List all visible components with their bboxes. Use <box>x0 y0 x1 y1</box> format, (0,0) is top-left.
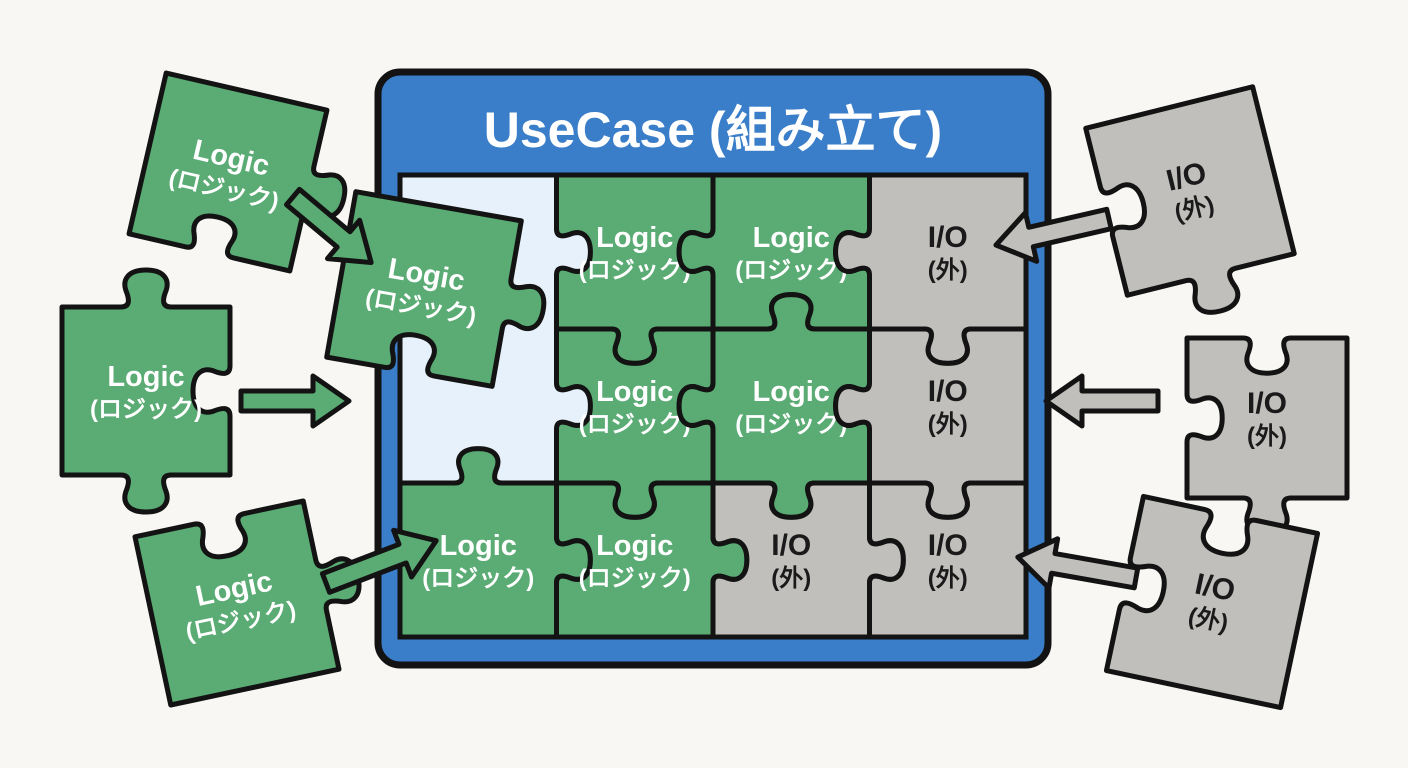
grid-piece-io-r3c4-shape <box>867 480 1029 640</box>
logic-piece-middle-left-sublabel: (ロジック) <box>90 396 202 423</box>
io-piece-bottom-right: I/O(外) <box>1103 493 1321 711</box>
grid-piece-io-r2c4-label: I/O <box>928 375 968 408</box>
arrow-topleft-into-slot-icon <box>284 186 374 266</box>
grid-piece-io-r3c3-label: I/O <box>771 529 811 562</box>
io-piece-bottom-right-shape <box>1103 493 1321 711</box>
grid-piece-logic-r1c2-sublabel: (ロジック) <box>579 257 691 284</box>
grid-piece-logic-r1c3-label: Logic <box>753 222 830 254</box>
io-piece-bottom-right-label: I/O <box>1192 568 1238 609</box>
grid-piece-logic-r3c1-label: Logic <box>440 530 517 562</box>
arrow-middleright-into-grid-icon <box>1043 373 1161 429</box>
arrows <box>238 186 1161 595</box>
logic-piece-middle-left-label: Logic <box>107 361 184 393</box>
logic-piece-bottom-left-shape <box>132 498 362 708</box>
io-piece-middle-right-sublabel: (外) <box>1247 422 1287 450</box>
logic-piece-middle-left-shape <box>59 267 233 515</box>
usecase-title: UseCase (組み立て) <box>484 102 942 158</box>
io-piece-top-right: I/O(外) <box>1083 84 1297 315</box>
grid-piece-logic-r2c2-label: Logic <box>596 376 673 408</box>
grid-piece-logic-r1c2: Logic (ロジック) <box>554 172 716 366</box>
grid-piece-logic-r3c2-label: Logic <box>596 530 673 562</box>
incoming-pieces: Logic (ロジック) Logic (ロジック) Logic (ロジック) Logic (ロ… <box>59 70 1350 711</box>
grid-piece-logic-r1c3-sublabel: (ロジック) <box>735 257 847 284</box>
logic-piece-bottom-left: Logic(ロジック) <box>132 498 362 708</box>
grid-piece-logic-r2c2: Logic (ロジック) <box>554 326 716 520</box>
grid-piece-logic-r3c1-sublabel: (ロジック) <box>422 565 534 592</box>
grid-piece-logic-r2c3-sublabel: (ロジック) <box>735 411 847 438</box>
io-piece-middle-right: I/O(外) <box>1184 335 1350 536</box>
io-piece-top-right-shape <box>1083 84 1297 315</box>
arrow-topright-into-grid-icon <box>993 206 1114 264</box>
logic-piece-fitting-into-slot-shape <box>324 189 547 389</box>
grid-piece-io-r3c4-sublabel: (外) <box>928 564 968 592</box>
grid-piece-logic-r1c2-label: Logic <box>596 222 673 254</box>
grid-piece-logic-r3c2-sublabel: (ロジック) <box>579 565 691 592</box>
logic-piece-fitting-into-slot: Logic(ロジック) <box>324 189 547 389</box>
arrow-bottomleft-into-grid-icon <box>319 527 439 595</box>
logic-piece-top-left: Logic(ロジック) <box>126 70 348 274</box>
logic-piece-middle-left: Logic (ロジック) <box>59 267 233 515</box>
grid-piece-io-r3c3: I/O(外) <box>710 480 906 640</box>
grid-piece-io-r1c4-label: I/O <box>928 221 968 254</box>
grid-piece-io-r3c3-sublabel: (外) <box>771 564 811 592</box>
grid-pieces: Logic(ロジック)Logic(ロジック)I/O(外)Logic(ロジック)L… <box>397 172 1029 640</box>
grid-piece-io-r2c4-sublabel: (外) <box>928 410 968 438</box>
grid-piece-io-r3c4: I/O(外) <box>867 480 1029 640</box>
grid-piece-io-r1c4-sublabel: (外) <box>928 256 968 284</box>
grid-piece-logic-r2c2-sublabel: (ロジック) <box>579 411 691 438</box>
grid-piece-logic-r2c3-label: Logic <box>753 376 830 408</box>
arrow-middleleft-into-grid-icon <box>238 373 352 429</box>
grid-piece-logic-r2c3: Logic (ロジック) <box>676 292 872 520</box>
logic-piece-top-left-shape <box>126 70 348 274</box>
grid-piece-io-r3c4-label: I/O <box>928 529 968 562</box>
arrow-bottomright-into-grid-icon <box>1015 536 1141 591</box>
io-piece-middle-right-label: I/O <box>1247 387 1287 420</box>
